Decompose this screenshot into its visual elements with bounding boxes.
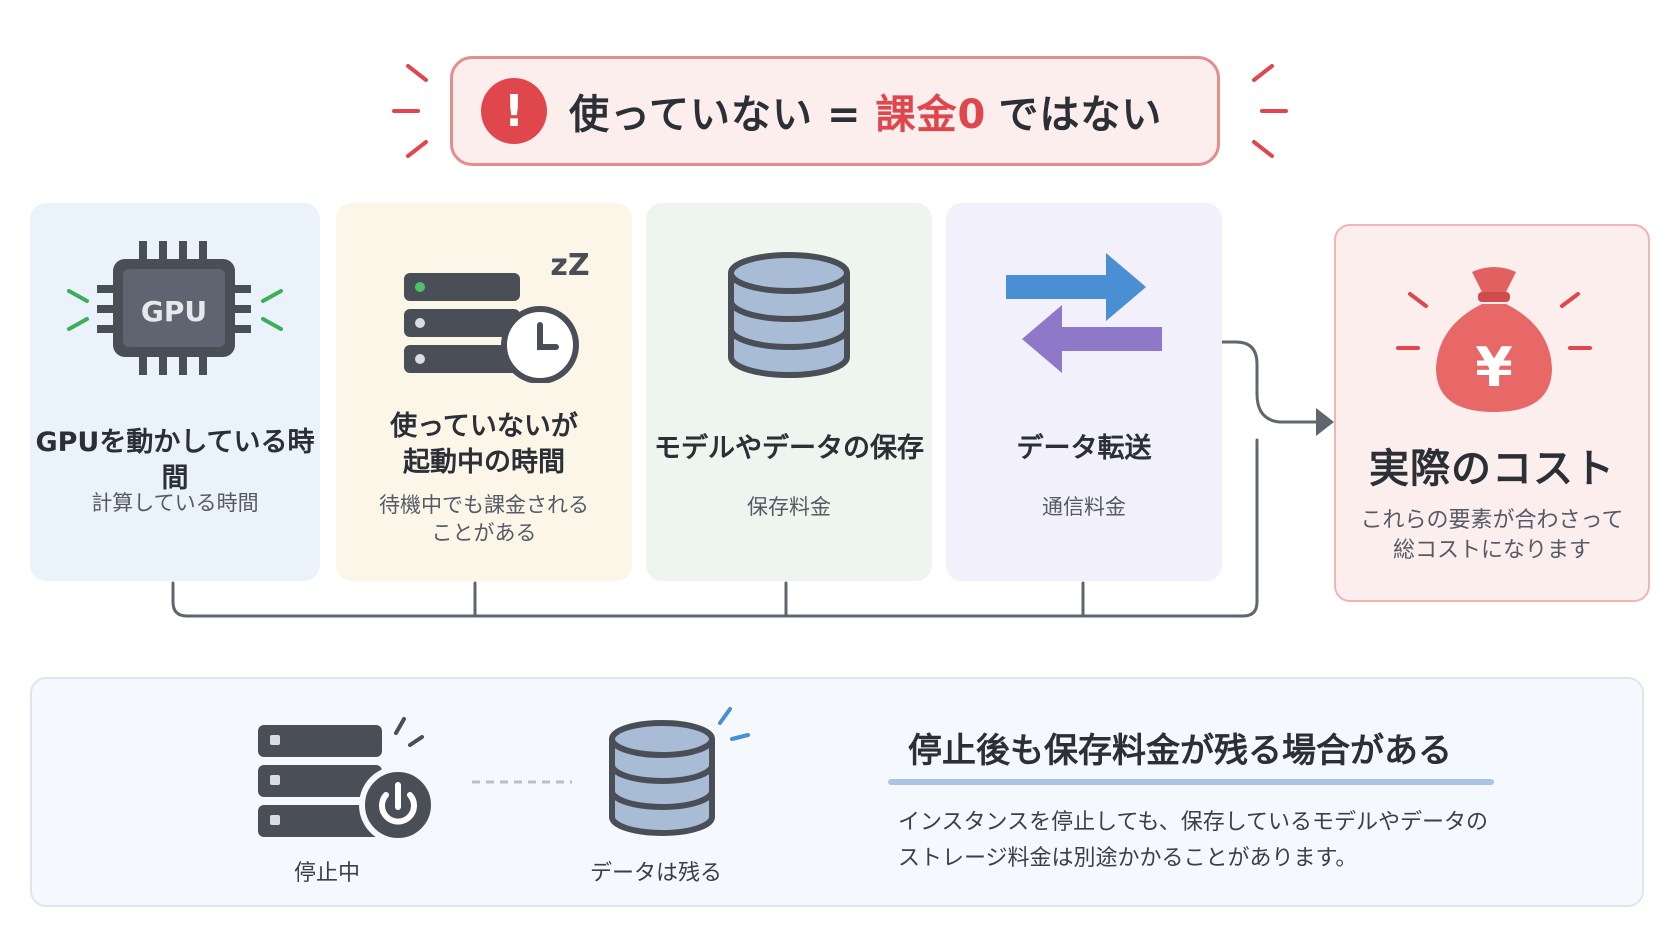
arrow-head	[1316, 408, 1334, 436]
server-power-icon	[258, 717, 437, 844]
card-storage: モデルやデータの保存 保存料金	[646, 203, 932, 581]
banner-text-left: 使っていない	[569, 92, 813, 138]
stopped-label: 停止中	[294, 861, 361, 886]
yen-symbol: ¥	[1475, 336, 1513, 399]
data-remains-label: データは残る	[590, 861, 723, 886]
database-icon	[728, 252, 850, 378]
dashed-link	[472, 780, 572, 784]
total-cost-card: ¥ 実際のコスト これらの要素が合わさって 総コストになります	[1334, 224, 1650, 602]
card-transfer-desc: 通信料金	[1042, 495, 1126, 519]
connector-transfer-top	[1220, 340, 1320, 424]
card-storage-title: モデルやデータの保存	[654, 433, 924, 464]
card-storage-desc: 保存料金	[747, 495, 831, 519]
stopped-instance-panel: 停止中 データは残る 停止後も保存料金が残る場合がある インスタンスを停止しても…	[30, 677, 1644, 907]
transfer-arrows-icon	[1006, 253, 1162, 373]
idle-server-clock-icon: zZ	[404, 248, 590, 383]
connector-gpu	[171, 438, 1259, 618]
gpu-chip-label: GPU	[141, 295, 207, 328]
card-transfer-title: データ転送	[1016, 433, 1152, 464]
card-gpu: GPU GPUを動かしている時間 計算している時間	[30, 203, 320, 581]
sleep-zz-label: zZ	[550, 248, 589, 283]
banner-rays	[392, 64, 1288, 158]
card-transfer: データ転送 通信料金	[946, 203, 1222, 581]
card-idle-title: 使っていないが 起動中の時間	[390, 411, 578, 478]
gpu-chip-icon: GPU	[67, 241, 283, 375]
banner-text-highlight: 課金0	[875, 92, 987, 138]
banner-equals: =	[827, 92, 862, 138]
panel-body: インスタンスを停止しても、保存しているモデルやデータの ストレージ料金は別途かか…	[898, 810, 1489, 871]
card-gpu-title: GPUを動かしている時間	[35, 427, 315, 494]
database-icon	[609, 707, 750, 836]
panel-heading: 停止後も保存料金が残る場合がある	[908, 731, 1452, 771]
card-gpu-desc: 計算している時間	[91, 491, 259, 515]
banner-text-right: ではない	[998, 92, 1163, 138]
total-cost-desc: これらの要素が合わさって 総コストになります	[1360, 508, 1624, 563]
yen-money-bag-icon: ¥	[1396, 267, 1592, 412]
card-idle: zZ 使っていないが 起動中の時間 待機中でも課金される ことがある	[336, 203, 632, 581]
exclamation-icon: !	[481, 78, 547, 144]
panel-heading-underline	[888, 779, 1494, 785]
card-idle-desc: 待機中でも課金される ことがある	[379, 493, 589, 545]
total-cost-title: 実際のコスト	[1369, 446, 1615, 492]
